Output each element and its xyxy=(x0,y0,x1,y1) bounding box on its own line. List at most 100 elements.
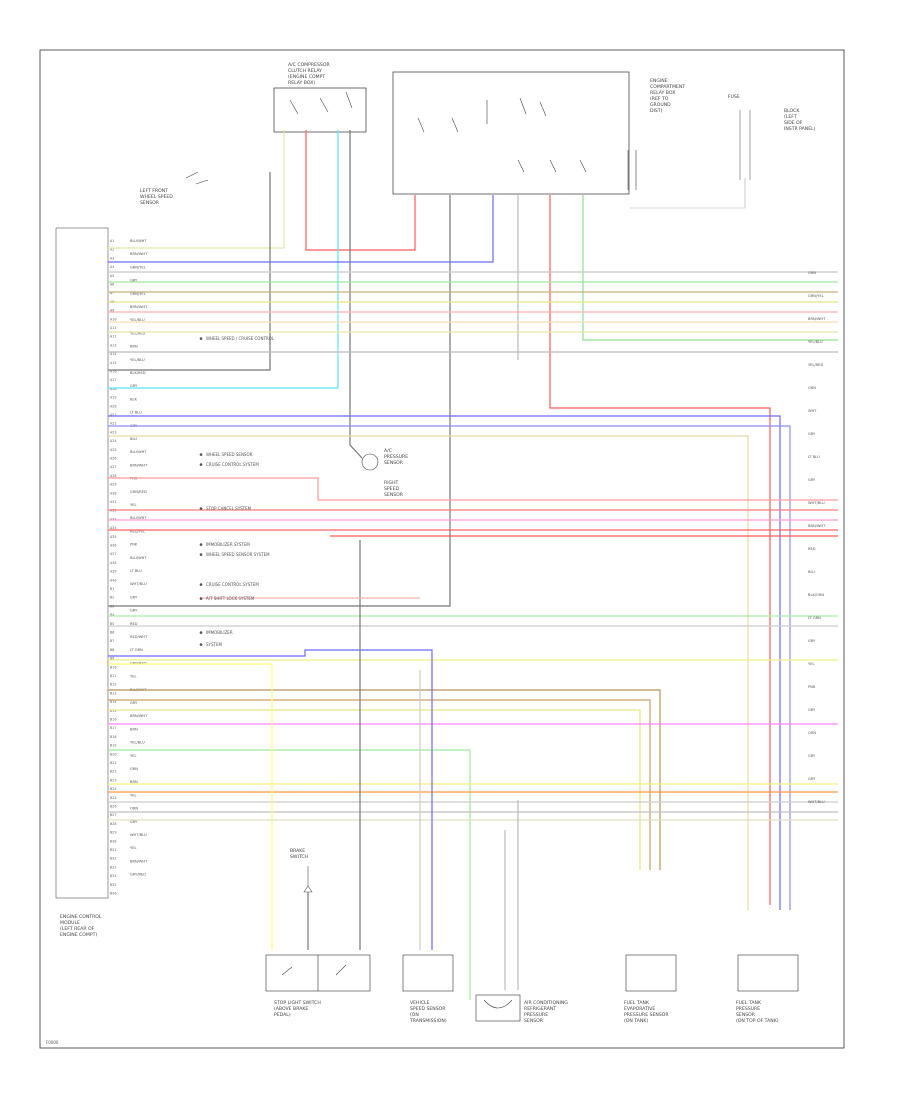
right-wire-code: GRN/YEL xyxy=(808,294,824,298)
ecm-pin: B35 xyxy=(110,883,117,887)
ecm-annotation: WHEEL SPEED / CRUISE CONTROL xyxy=(206,336,275,341)
bottom-component-1-label-1: STOP LIGHT SWITCH xyxy=(274,1000,321,1006)
ecm-pin: A36 xyxy=(110,544,117,548)
ecm-wire-code: GRY xyxy=(130,279,138,283)
ecm-pin: B7 xyxy=(110,639,114,643)
ecm-pin: A31 xyxy=(110,500,117,504)
engine-relay-label-6: DIST) xyxy=(650,108,663,114)
ecm-wire-code: GRY xyxy=(130,701,138,705)
right-wire-code: LT BLU xyxy=(808,455,820,459)
ecm-pin: A32 xyxy=(110,509,117,513)
ecm-wire-code: BRN xyxy=(130,345,138,349)
ecm-wire-code: GRY xyxy=(130,609,138,613)
ecm-pin: A38 xyxy=(110,561,117,565)
ecm-pin: A34 xyxy=(110,526,117,530)
ecm-pin: A11 xyxy=(110,326,117,330)
ecm-pin: B25 xyxy=(110,796,117,800)
ecm-wire-code: YEL xyxy=(130,675,136,679)
right-wire-code: RED xyxy=(808,547,816,551)
ecm-pin: B23 xyxy=(110,778,117,782)
ecm-wire-code: YEL/RED xyxy=(130,331,145,335)
bottom-component-5-label-1: FUEL TANK xyxy=(736,1000,762,1006)
ecm-wire-code: GRY xyxy=(130,595,138,599)
annotation-bullet-icon xyxy=(199,643,203,646)
annotation-bullet-icon xyxy=(199,507,203,510)
bottom-component-2-label-3: (ON xyxy=(410,1012,419,1018)
ecm-pin: A19 xyxy=(110,396,117,400)
ecm-wire-code: BRN xyxy=(130,727,138,731)
right-wire-code: GRY xyxy=(808,777,816,781)
ecm-label-2: MODULE xyxy=(60,920,80,926)
annotation-bullet-icon xyxy=(199,583,203,586)
right-wire-code: LT GRN xyxy=(808,616,821,620)
engine-relay-label-4: (REF TO xyxy=(650,96,669,102)
ecm-pin: A15 xyxy=(110,361,117,365)
bottom-component-5-label-2: PRESSURE xyxy=(736,1006,760,1012)
ecm-pin: A37 xyxy=(110,552,117,556)
ecm-wire-code: GRN/YEL xyxy=(130,265,146,269)
top-left-sensor-label-2: WHEEL SPEED xyxy=(140,194,173,200)
bottom-component-5-label-4: (ON TOP OF TANK) xyxy=(736,1018,779,1024)
ecm-pin: A28 xyxy=(110,474,117,478)
right-wire-code: GRY xyxy=(808,708,816,712)
right-wire-code: PNK xyxy=(808,685,816,689)
bottom-component-4-label-2: EVAPORATIVE xyxy=(624,1006,655,1012)
bottom-component-3-label-4: SENSOR xyxy=(524,1018,544,1024)
ecm-pin: B6 xyxy=(110,631,114,635)
ecm-pin: A26 xyxy=(110,457,117,461)
ecm-pin: B27 xyxy=(110,813,117,817)
ecm-wire-code: GRN/YEL xyxy=(130,292,146,296)
ecm-pin: A18 xyxy=(110,387,117,391)
right-wire-code: BRN/WHT xyxy=(808,317,826,321)
bottom-component-4-label-3: PRESSURE SENSOR xyxy=(624,1012,669,1018)
bottom-component-4-label-1: FUEL TANK xyxy=(624,1000,650,1006)
ecm-wire-code: LT GRN xyxy=(130,648,143,652)
ecm-pin: A23 xyxy=(110,430,117,434)
ecm-label-1: ENGINE CONTROL xyxy=(60,914,102,920)
bottom-component-2-label-2: SPEED SENSOR xyxy=(410,1006,446,1012)
ecm-wire-code: BRN xyxy=(130,780,138,784)
ecm-wire-code: WHT/BLU xyxy=(130,833,147,837)
mid-sensor-label-a3: SENSOR xyxy=(384,460,404,466)
top-left-sensor-label-3: SENSOR xyxy=(140,200,160,206)
ecm-wire-code: BLK/RED xyxy=(130,371,146,375)
ecm-wire-code: YEL/BLU xyxy=(130,741,145,745)
ecm-pin: B12 xyxy=(110,683,117,687)
ecm-pin: A17 xyxy=(110,378,117,382)
ecm-wire-code: YEL xyxy=(130,793,136,797)
bottom-component-3-label-2: REFRIGERANT xyxy=(524,1006,556,1012)
ecm-pin: B4 xyxy=(110,613,114,617)
ecm-pin: B20 xyxy=(110,752,117,756)
footer-code: F0000 xyxy=(46,1040,59,1045)
fuse-label-2: BLOCK xyxy=(784,108,800,114)
ecm-wire-code: RED xyxy=(130,622,138,626)
right-wire-code: WHT/BLU xyxy=(808,501,825,505)
ac-relay-label-3: (ENGINE COMPT xyxy=(288,74,325,80)
ecm-pin: A10 xyxy=(110,317,117,321)
ecm-pin: A13 xyxy=(110,343,117,347)
bottom-component-3-label-1: AIR CONDITIONING xyxy=(524,1000,568,1006)
ecm-pin: A21 xyxy=(110,413,117,417)
ecm-label-4: ENGINE COMPT) xyxy=(60,932,97,938)
ecm-wire-code: BLU/WHT xyxy=(130,239,147,243)
ecm-annotation: IMMOBILIZER SYSTEM xyxy=(206,542,250,547)
engine-relay-label-1: ENGINE xyxy=(650,78,668,84)
ecm-wire-code: YEL xyxy=(130,846,136,850)
ecm-annotation: IMMOBILIZER xyxy=(206,630,233,635)
right-wire-code: ORN xyxy=(808,731,816,735)
right-wire-code: GRY xyxy=(808,432,816,436)
ecm-wire-code: BRN/WHT xyxy=(130,714,148,718)
ecm-wire-code: BLU/WHT xyxy=(130,450,147,454)
ecm-pin: B34 xyxy=(110,874,117,878)
annotation-bullet-icon xyxy=(199,337,203,340)
ecm-pin: A20 xyxy=(110,404,117,408)
ecm-wire-code: YEL/BLU xyxy=(130,318,145,322)
bottom-component-1-label-3: PEDAL) xyxy=(274,1012,291,1018)
fuse-label-4: SIDE OF xyxy=(784,120,803,126)
brake-switch-label-1: BRAKE xyxy=(290,848,305,854)
ecm-pin: B9 xyxy=(110,657,114,661)
ecm-pin: A4 xyxy=(110,265,114,269)
ecm-pin: A2 xyxy=(110,248,114,252)
